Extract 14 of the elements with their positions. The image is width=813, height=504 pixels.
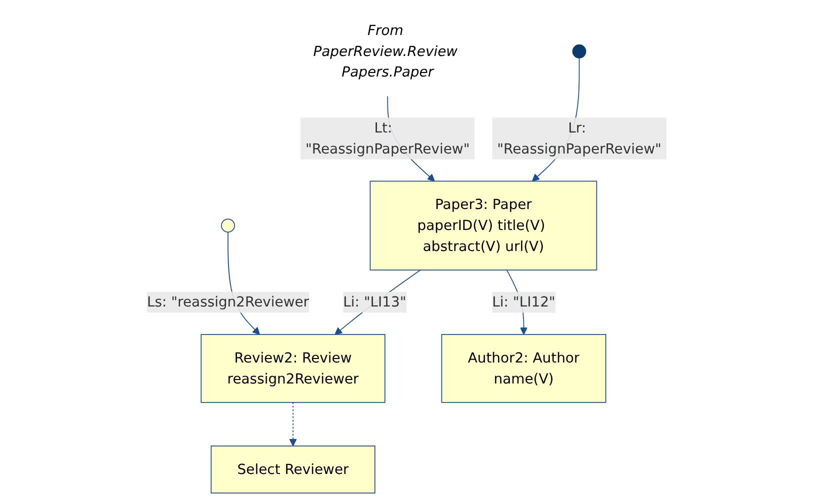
arrow bbox=[334, 270, 421, 335]
node-box: Author2: Author name(V) bbox=[441, 334, 606, 403]
edge-label: Lt: "ReassignPaperReview" bbox=[305, 119, 470, 157]
node-circle bbox=[220, 218, 235, 233]
edge-label: Li: "LI13" bbox=[342, 294, 406, 310]
node-circle bbox=[572, 44, 586, 58]
node-text: From PaperReview.Review Papers.Paper bbox=[313, 22, 458, 80]
edge-label: Li: "LI12" bbox=[492, 294, 556, 310]
arrow bbox=[289, 402, 297, 446]
edge-label: Lr: "ReassignPaperReview" bbox=[496, 119, 662, 157]
node-box: Paper3: Paper paperID(V) title(V) abstract(V) url(V) bbox=[370, 180, 597, 270]
node-box: Select Reviewer bbox=[210, 446, 376, 494]
edge-label: Ls: "reassign2Reviewer bbox=[146, 294, 309, 310]
node-box: Review2: Review reassign2Reviewer bbox=[200, 334, 386, 403]
